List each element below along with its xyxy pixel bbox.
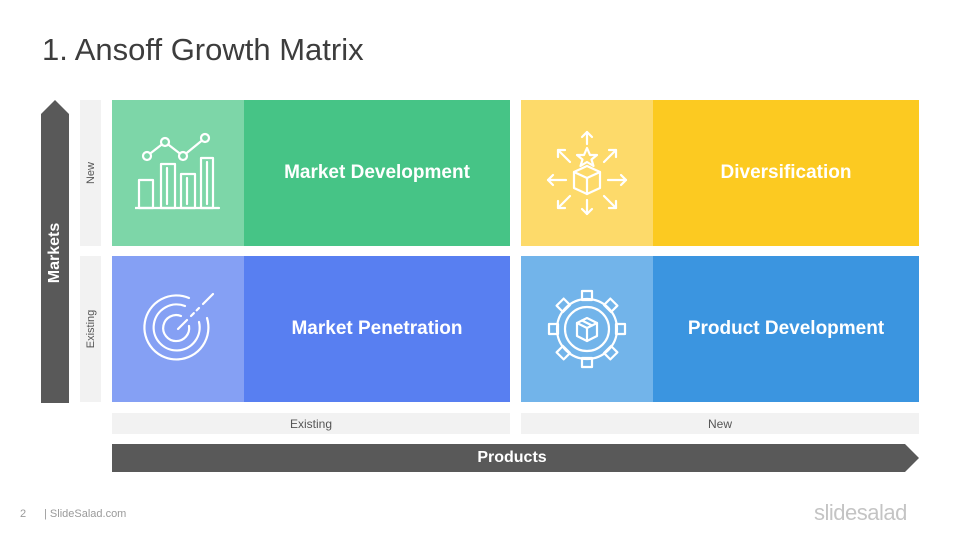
- quadrant-label: Diversification: [720, 162, 852, 183]
- growth-chart-icon: [135, 132, 221, 210]
- quadrant-icon-box: [521, 256, 653, 402]
- footer-site: | SlideSalad.com: [44, 508, 127, 520]
- quadrant-label-box: Market Penetration: [244, 256, 510, 402]
- page-number: 2: [20, 508, 27, 520]
- quadrant-label-box: Diversification: [653, 100, 919, 246]
- quadrant-label: Market Development: [284, 162, 470, 183]
- quadrant-product-development: Product Development: [521, 256, 919, 402]
- quadrant-label: Product Development: [687, 318, 885, 339]
- quadrant-label-box: Market Development: [244, 100, 510, 246]
- box-arrows-icon: [546, 130, 628, 216]
- quadrant-icon-box: [112, 100, 244, 246]
- quadrant-icon-box: [521, 100, 653, 246]
- target-icon: [143, 292, 215, 361]
- quadrant-market-development: Market Development: [112, 100, 510, 246]
- markets-arrow: [41, 100, 69, 403]
- quadrant-diversification: Diversification: [521, 100, 919, 246]
- quadrant-label: Market Penetration: [291, 318, 463, 339]
- products-arrow: [112, 444, 919, 472]
- page-title: 1. Ansoff Growth Matrix: [42, 32, 364, 67]
- row-label-new: New: [80, 100, 101, 246]
- gear-box-icon: [547, 289, 627, 369]
- column-label-existing: Existing: [112, 413, 510, 434]
- products-axis-label: Products: [477, 449, 547, 466]
- quadrant-market-penetration: Market Penetration: [112, 256, 510, 402]
- brand-logo: slidesalad: [814, 500, 907, 525]
- quadrant-icon-box: [112, 256, 244, 402]
- row-label-existing: Existing: [80, 256, 101, 402]
- quadrant-label-box: Product Development: [653, 256, 919, 402]
- markets-axis-label: Markets: [46, 222, 63, 284]
- column-label-new: New: [521, 413, 919, 434]
